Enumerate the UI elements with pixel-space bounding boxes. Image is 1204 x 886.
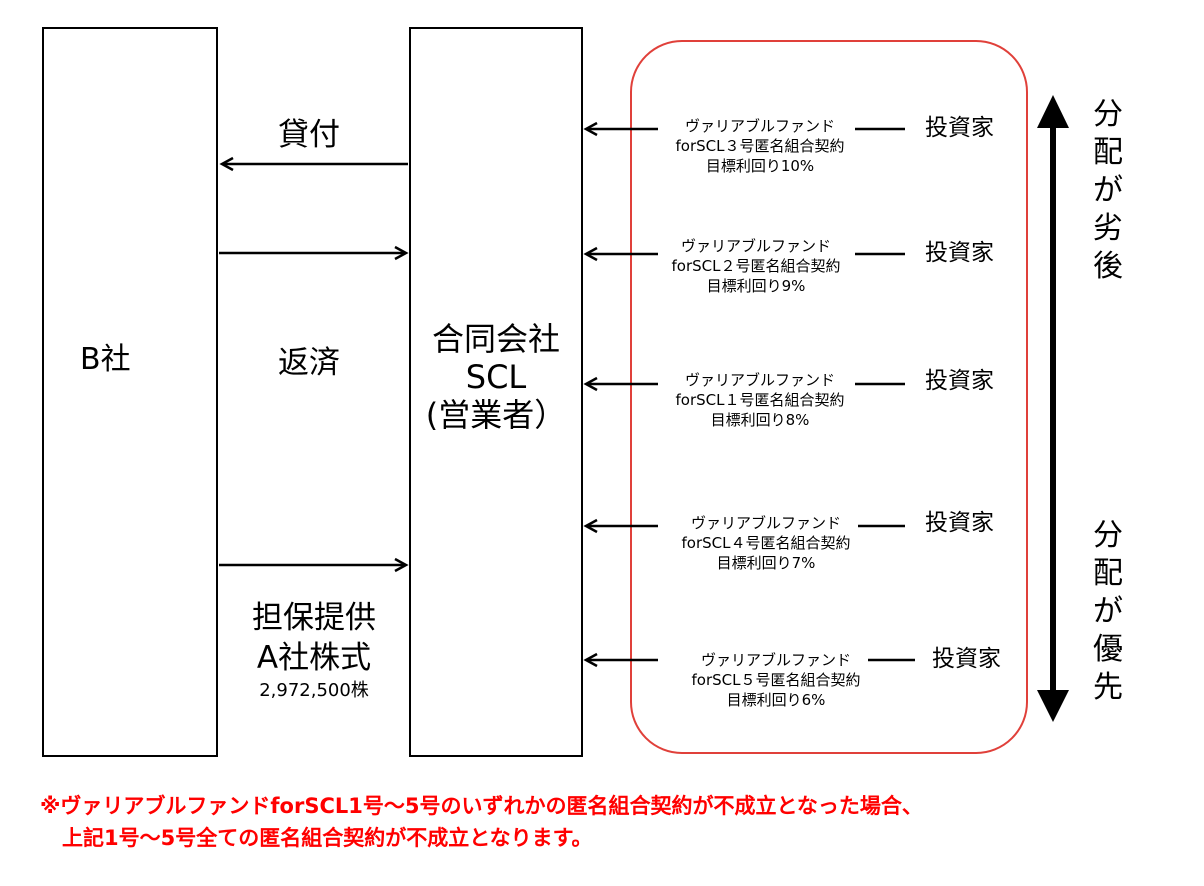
fund-contract: forSCL４号匿名組合契約	[681, 534, 851, 552]
fund-name: ヴァリアブルファンド	[700, 651, 851, 669]
fund-name: ヴァリアブルファンド	[684, 117, 835, 135]
distribution-subordinate-label: 分 配 が 劣 後	[1086, 96, 1130, 286]
investor-label-3: 投資家	[925, 115, 994, 141]
scl-label-line2: SCL	[465, 358, 527, 396]
char: 後	[1093, 249, 1123, 284]
collateral-shares: 2,972,500株	[259, 680, 369, 701]
char: 配	[1093, 556, 1123, 591]
fund-yield: 目標利回り7%	[716, 554, 816, 572]
investor-label-1: 投資家	[925, 368, 994, 394]
investor-label-5: 投資家	[932, 646, 1001, 672]
collateral-label: 担保提供 A社株式 2,972,500株	[219, 598, 409, 704]
footnote: ※ヴァリアブルファンドforSCL1号～5号のいずれかの匿名組合契約が不成立とな…	[40, 790, 923, 854]
b-company-label: B社	[80, 342, 131, 377]
fund-contract: forSCL５号匿名組合契約	[691, 671, 861, 689]
repay-label: 返済	[278, 345, 340, 381]
footnote-line1: ※ヴァリアブルファンドforSCL1号～5号のいずれかの匿名組合契約が不成立とな…	[40, 794, 923, 818]
scl-box	[409, 27, 583, 757]
b-company-box	[42, 27, 218, 757]
priority-arrow-down	[1037, 690, 1069, 722]
char: が	[1093, 173, 1123, 208]
distribution-priority-label: 分 配 が 優 先	[1086, 517, 1130, 707]
fund-yield: 目標利回り6%	[726, 691, 826, 709]
fund-contract: forSCL２号匿名組合契約	[671, 257, 841, 275]
scl-label-line1: 合同会社	[431, 320, 560, 358]
fund-yield: 目標利回り9%	[706, 277, 806, 295]
fund-contract: forSCL１号匿名組合契約	[675, 391, 845, 409]
priority-arrow-up	[1037, 95, 1069, 128]
investor-label-4: 投資家	[925, 510, 994, 536]
char: が	[1093, 594, 1123, 629]
char: 分	[1093, 97, 1123, 132]
fund-name: ヴァリアブルファンド	[690, 514, 841, 532]
fund-group-frame	[630, 40, 1028, 754]
fund-block-3: ヴァリアブルファンド forSCL３号匿名組合契約 目標利回り10%	[640, 116, 880, 176]
char: 配	[1093, 135, 1123, 170]
loan-label: 貸付	[278, 117, 340, 153]
fund-yield: 目標利回り8%	[710, 411, 810, 429]
collateral-label-line2: A社株式	[256, 640, 372, 676]
fund-yield: 目標利回り10%	[705, 157, 815, 175]
char: 分	[1093, 518, 1123, 553]
char: 先	[1093, 670, 1123, 705]
fund-block-2: ヴァリアブルファンド forSCL２号匿名組合契約 目標利回り9%	[636, 236, 876, 296]
fund-name: ヴァリアブルファンド	[684, 371, 835, 389]
collateral-label-line1: 担保提供	[252, 600, 376, 636]
scl-label: 合同会社 SCL (営業者）	[409, 320, 583, 434]
investor-label-2: 投資家	[925, 240, 994, 266]
fund-block-4: ヴァリアブルファンド forSCL４号匿名組合契約 目標利回り7%	[646, 513, 886, 573]
footnote-line2: 上記1号～5号全ての匿名組合契約が不成立となります。	[62, 826, 593, 850]
scl-label-line3: (営業者）	[425, 396, 567, 434]
fund-name: ヴァリアブルファンド	[680, 237, 831, 255]
char: 優	[1093, 632, 1123, 667]
fund-contract: forSCL３号匿名組合契約	[675, 137, 845, 155]
fund-block-1: ヴァリアブルファンド forSCL１号匿名組合契約 目標利回り8%	[640, 370, 880, 430]
char: 劣	[1093, 211, 1123, 246]
fund-block-5: ヴァリアブルファンド forSCL５号匿名組合契約 目標利回り6%	[656, 650, 896, 710]
